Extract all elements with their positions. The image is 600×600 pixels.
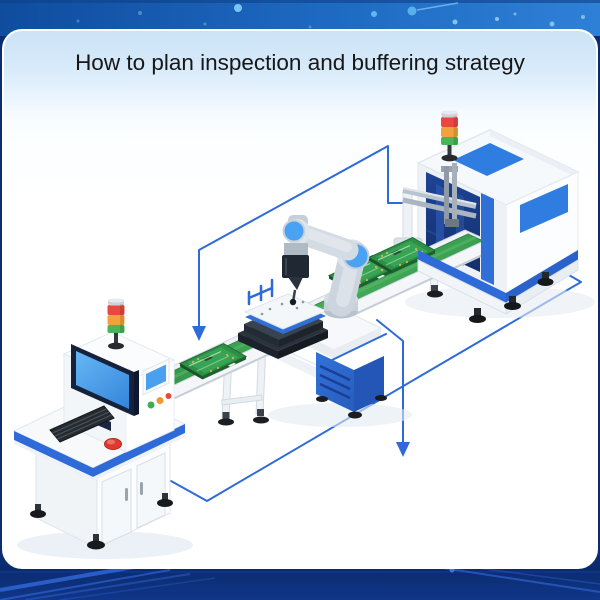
robot-joint <box>282 219 306 243</box>
machine-feet <box>469 272 554 323</box>
cabinet-door <box>101 468 132 546</box>
measurement-marks-icon <box>247 278 274 306</box>
workstation-cabinet <box>30 442 173 550</box>
door-handle <box>140 482 143 495</box>
gantry-carriage <box>441 163 459 227</box>
desk-blue-trim <box>14 424 185 477</box>
keyboard <box>49 405 115 443</box>
arrow-down-icon <box>396 442 410 457</box>
page-title: How to plan inspection and buffering str… <box>75 50 526 75</box>
door-handle <box>125 488 128 501</box>
zone-outline-segment <box>329 333 387 362</box>
bottom-banner <box>0 564 600 600</box>
monitor-screen <box>76 351 129 409</box>
robot-pedestal-cabinet <box>316 352 387 419</box>
green-button <box>146 400 156 410</box>
side-display <box>142 358 170 396</box>
robot-gripper <box>282 243 309 306</box>
machine-plinth <box>505 259 579 315</box>
flow-line-robot <box>376 319 404 444</box>
monitor <box>71 344 139 431</box>
operator-workstation <box>12 298 187 550</box>
mouse <box>104 438 122 450</box>
arrow-down-icon <box>192 326 206 341</box>
machine-top-window <box>453 143 524 176</box>
test-fixture <box>238 293 328 359</box>
robot-cell <box>238 215 387 419</box>
machine-blue-pillar <box>481 193 494 285</box>
robot-arm <box>282 215 370 319</box>
amber-button <box>155 396 165 405</box>
inspection-machine-front <box>417 193 579 323</box>
cabinet-feet <box>30 493 173 550</box>
machine-base-trim <box>418 250 506 305</box>
red-button <box>164 392 173 400</box>
banner-dots-decoration <box>76 2 585 29</box>
cabinet-door <box>136 452 166 529</box>
machine-side-window <box>520 184 568 233</box>
control-buttons <box>146 392 173 410</box>
flow-line-inspection <box>198 145 413 328</box>
